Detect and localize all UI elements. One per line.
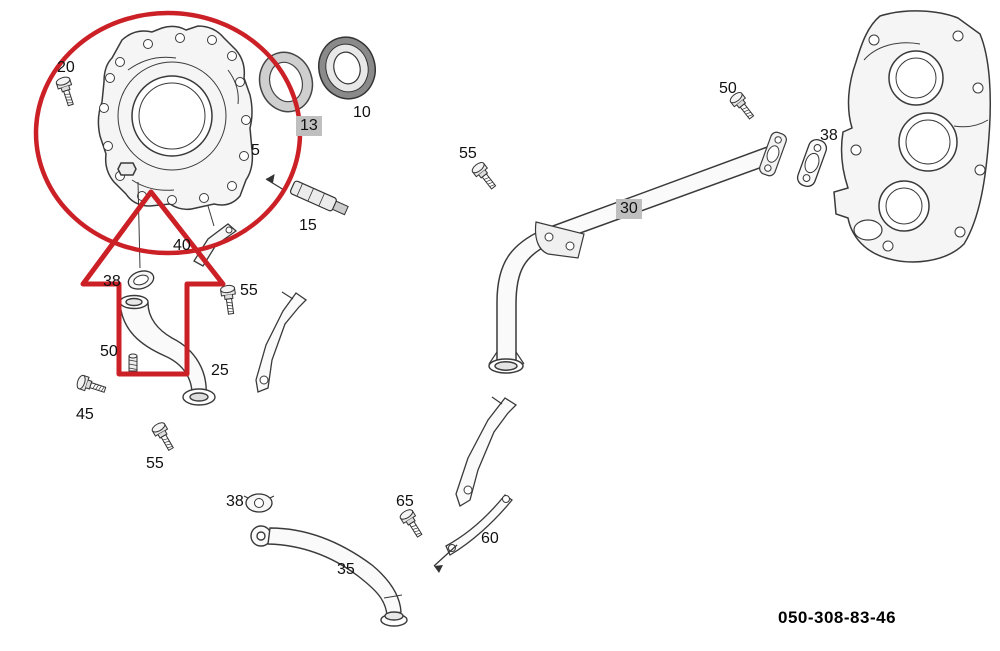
elbow-pipe-25-drawing (119, 294, 216, 406)
part-label-45-10: 45 (76, 406, 94, 423)
part-label-65-13: 65 (396, 493, 414, 510)
part-label-10-2: 10 (353, 104, 371, 121)
part-label-30-17: 30 (616, 199, 642, 219)
pin-15-drawing (289, 180, 349, 216)
part-label-35-15: 35 (337, 561, 355, 578)
gasket-38-right-drawing (796, 138, 828, 188)
stud-50-left-drawing (128, 353, 138, 372)
bolt-55-lower-drawing (150, 420, 178, 454)
bolt-55-middle-drawing (469, 160, 500, 193)
highlight-arrow (80, 189, 226, 377)
install-arrow-15 (265, 174, 285, 191)
part-label-38-12: 38 (226, 493, 244, 510)
part-label-38-19: 38 (820, 127, 838, 144)
part-label-5-3: 5 (251, 142, 260, 159)
oil-pipe-35-drawing (250, 525, 408, 627)
seal-10-drawing (318, 36, 376, 100)
support-bracket-right-drawing (455, 396, 518, 507)
oil-pipe-30-drawing (488, 131, 787, 374)
part-label-55-16: 55 (459, 145, 477, 162)
bolt-55-upper-drawing (219, 284, 239, 316)
timing-cover-drawing (97, 25, 254, 269)
gasket-38-bottom-drawing (243, 493, 275, 513)
part-label-50-8: 50 (100, 343, 118, 360)
part-label-20-0: 20 (57, 59, 75, 76)
engine-block-drawing (833, 10, 992, 263)
support-bracket-left-drawing (255, 291, 308, 393)
part-label-25-9: 25 (211, 362, 229, 379)
part-number: 050-308-83-46 (778, 608, 897, 627)
bolt-65-drawing (398, 507, 427, 540)
strap-60-drawing (433, 494, 513, 573)
part-label-40-5: 40 (173, 237, 191, 254)
part-label-55-7: 55 (240, 282, 258, 299)
part-label-50-18: 50 (719, 80, 737, 97)
part-label-38-6: 38 (103, 273, 121, 290)
part-label-60-14: 60 (481, 530, 499, 547)
part-label-55-11: 55 (146, 455, 164, 472)
part-label-13-1: 13 (296, 116, 322, 136)
part-label-15-4: 15 (299, 217, 317, 234)
gasket-38-upper-drawing (127, 270, 155, 290)
bolt-45-drawing (75, 373, 108, 397)
bolt-20-drawing (54, 75, 78, 108)
